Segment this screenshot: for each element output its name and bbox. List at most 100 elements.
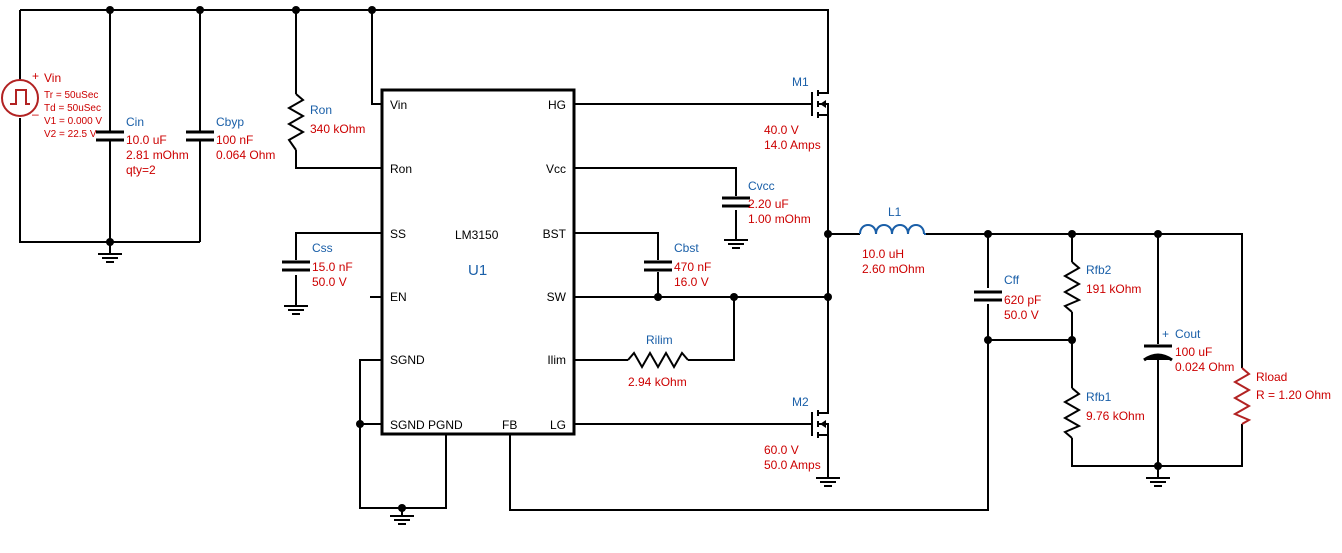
cbst-value: 16.0 V xyxy=(674,275,709,289)
resistor-icon xyxy=(1232,367,1252,425)
pin-ss: SS xyxy=(390,227,406,241)
vin-param: Td = 50uSec xyxy=(44,103,101,114)
cout-value: 0.024 Ohm xyxy=(1175,360,1234,374)
ic-u1[interactable]: Vin Ron SS EN SGND SGND HG Vcc BST SW Il… xyxy=(380,88,576,436)
cbst-label: Cbst xyxy=(674,241,699,255)
cvcc-value: 2.20 uF xyxy=(748,197,789,211)
capacitor-icon xyxy=(722,196,750,208)
css-value: 15.0 nF xyxy=(312,260,353,274)
vin-param: V2 = 22.5 V xyxy=(44,129,97,140)
capacitor-cin[interactable]: Cin 10.0 uF 2.81 mOhm qty=2 xyxy=(96,115,189,177)
m2-value: 60.0 V xyxy=(764,443,799,457)
rilim-label: Rilim xyxy=(646,333,673,347)
vin-label: Vin xyxy=(44,71,61,85)
resistor-icon xyxy=(1062,261,1082,313)
ground-icon xyxy=(1146,477,1170,487)
mosfet-icon xyxy=(811,80,829,128)
capacitor-cff[interactable]: Cff 620 pF 50.0 V xyxy=(974,273,1041,322)
resistor-rfb1[interactable]: Rfb1 9.76 kOhm xyxy=(1062,387,1145,439)
rfb1-value: 9.76 kOhm xyxy=(1086,409,1145,423)
ground-symbols xyxy=(98,239,1170,525)
pulse-source-icon xyxy=(1,79,39,117)
css-value: 50.0 V xyxy=(312,275,347,289)
pin-sgnd: SGND xyxy=(390,353,425,367)
rilim-value: 2.94 kOhm xyxy=(628,375,687,389)
resistor-rfb2[interactable]: Rfb2 191 kOhm xyxy=(1062,261,1141,313)
cin-value: qty=2 xyxy=(126,163,156,177)
m2-value: 50.0 Amps xyxy=(764,458,821,472)
rload-label: Rload xyxy=(1256,370,1287,384)
rload-value: R = 1.20 Ohm xyxy=(1256,388,1331,402)
vin-param: Tr = 50uSec xyxy=(44,90,98,101)
pin-vcc: Vcc xyxy=(546,162,566,176)
vin-param: V1 = 0.000 V xyxy=(44,116,102,127)
pin-vin: Vin xyxy=(390,98,407,112)
cout-label: Cout xyxy=(1175,327,1201,341)
resistor-ron[interactable]: Ron 340 kOhm xyxy=(286,93,365,151)
cbyp-label: Cbyp xyxy=(216,115,244,129)
pin-sw: SW xyxy=(547,290,567,304)
inductor-l1[interactable]: L1 10.0 uH 2.60 mOhm xyxy=(859,205,926,276)
resistor-rilim[interactable]: Rilim 2.94 kOhm xyxy=(627,333,689,389)
capacitor-icon xyxy=(644,260,672,272)
ground-icon xyxy=(724,239,748,249)
mosfet-m2[interactable]: M2 60.0 V 50.0 Amps xyxy=(764,395,829,472)
pin-pgnd: PGND xyxy=(428,418,463,432)
vin-minus: – xyxy=(32,107,39,121)
capacitor-cbst[interactable]: Cbst 470 nF 16.0 V xyxy=(644,241,711,289)
ic-body xyxy=(380,88,576,436)
capacitor-cvcc[interactable]: Cvcc 2.20 uF 1.00 mOhm xyxy=(722,179,811,226)
cff-label: Cff xyxy=(1004,273,1020,287)
cvcc-value: 1.00 mOhm xyxy=(748,212,811,226)
capacitor-cout[interactable]: + Cout 100 uF 0.024 Ohm xyxy=(1143,327,1234,374)
l1-value: 10.0 uH xyxy=(862,247,904,261)
pin-sgnd-2: SGND xyxy=(390,418,425,432)
pin-hg: HG xyxy=(548,98,566,112)
l1-value: 2.60 mOhm xyxy=(862,262,925,276)
ic-part-number: LM3150 xyxy=(455,228,499,242)
pin-bst: BST xyxy=(543,227,567,241)
vin-source[interactable]: + – Vin Tr = 50uSec Td = 50uSec V1 = 0.0… xyxy=(1,69,102,140)
css-label: Css xyxy=(312,241,333,255)
pin-ron: Ron xyxy=(390,162,412,176)
rfb1-label: Rfb1 xyxy=(1086,390,1112,404)
ground-icon xyxy=(816,477,840,487)
cin-value: 2.81 mOhm xyxy=(126,148,189,162)
cin-value: 10.0 uF xyxy=(126,133,167,147)
capacitor-icon xyxy=(282,260,310,272)
resistor-icon xyxy=(1062,387,1082,439)
capacitor-css[interactable]: Css 15.0 nF 50.0 V xyxy=(282,241,353,289)
capacitor-icon xyxy=(186,130,214,142)
pin-lg: LG xyxy=(550,418,566,432)
m2-label: M2 xyxy=(792,395,809,409)
ron-value: 340 kOhm xyxy=(310,122,365,136)
vin-plus: + xyxy=(32,69,39,83)
mosfet-icon xyxy=(811,400,829,448)
l1-label: L1 xyxy=(888,205,902,219)
cff-value: 50.0 V xyxy=(1004,308,1039,322)
ground-icon xyxy=(284,305,308,315)
pin-fb: FB xyxy=(502,418,517,432)
wires xyxy=(19,9,1243,516)
inductor-icon xyxy=(859,224,926,235)
pin-en: EN xyxy=(390,290,407,304)
mosfet-m1[interactable]: M1 40.0 V 14.0 Amps xyxy=(764,75,829,152)
cin-label: Cin xyxy=(126,115,144,129)
ground-icon xyxy=(390,515,414,525)
cvcc-label: Cvcc xyxy=(748,179,775,193)
ground-icon xyxy=(98,253,122,263)
m1-label: M1 xyxy=(792,75,809,89)
ic-ref: U1 xyxy=(468,262,487,279)
rfb2-label: Rfb2 xyxy=(1086,263,1112,277)
capacitor-cbyp[interactable]: Cbyp 100 nF 0.064 Ohm xyxy=(186,115,275,162)
cbyp-value: 100 nF xyxy=(216,133,253,147)
resistor-icon xyxy=(286,93,306,151)
pin-ilim: Ilim xyxy=(547,353,566,367)
cbst-value: 470 nF xyxy=(674,260,711,274)
cff-value: 620 pF xyxy=(1004,293,1041,307)
resistor-icon xyxy=(627,350,689,370)
junction-dots xyxy=(106,6,1162,512)
m1-value: 14.0 Amps xyxy=(764,138,821,152)
resistor-rload[interactable]: Rload R = 1.20 Ohm xyxy=(1232,367,1331,425)
